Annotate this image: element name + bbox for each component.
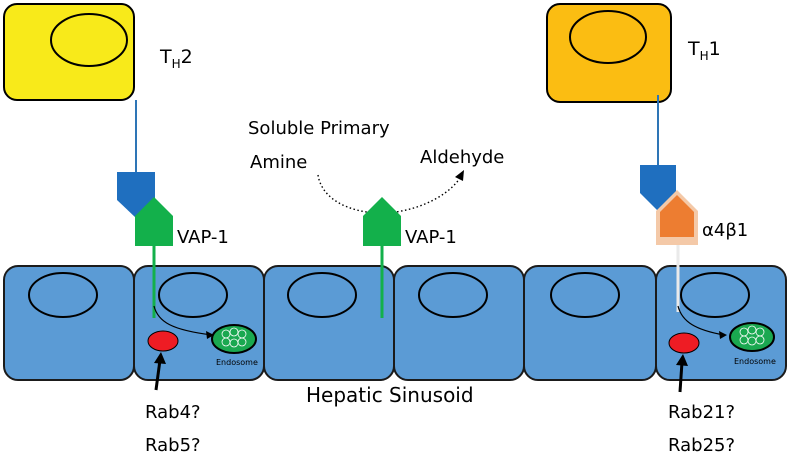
th1-receptor bbox=[640, 165, 676, 211]
th1-label-num: 1 bbox=[709, 38, 721, 60]
rab-right bbox=[668, 332, 700, 354]
th2-cell-body bbox=[3, 3, 135, 101]
rab-right-arrowhead bbox=[676, 354, 688, 366]
endosome-left bbox=[211, 324, 257, 354]
vesicle bbox=[229, 327, 239, 337]
nucleus-4 bbox=[418, 272, 488, 318]
rab-left-arrow bbox=[154, 359, 162, 391]
vesicle bbox=[237, 337, 247, 347]
vap1-center-label: VAP-1 bbox=[405, 227, 457, 248]
nucleus-2 bbox=[158, 272, 228, 318]
rab4-label: Rab4? bbox=[145, 402, 201, 423]
th1-label: TH1 bbox=[687, 38, 721, 63]
th1-cell bbox=[546, 3, 672, 103]
amine-label: Amine bbox=[250, 152, 307, 173]
nucleus-6 bbox=[680, 272, 750, 318]
soluble-primary-label: Soluble Primary bbox=[248, 118, 390, 139]
th2-label: TH2 bbox=[159, 46, 193, 71]
rab-left-arrowhead bbox=[154, 352, 166, 364]
aldehyde-label: Aldehyde bbox=[420, 147, 504, 168]
endosome-left-label: Endosome bbox=[216, 358, 258, 367]
rab25-label: Rab25? bbox=[668, 435, 735, 456]
endothelial-cell-1 bbox=[3, 265, 135, 381]
vap1-left-receptor bbox=[135, 197, 173, 246]
th1-label-sub: H bbox=[700, 49, 709, 63]
endothelial-layer bbox=[3, 265, 787, 381]
endothelial-cell-5 bbox=[523, 265, 657, 381]
rab-right-arrow bbox=[678, 361, 684, 393]
endosome-right bbox=[729, 322, 775, 352]
right-internalization-arrow bbox=[677, 305, 725, 336]
endothelial-cell-3 bbox=[263, 265, 395, 381]
reaction-arrowhead bbox=[455, 170, 464, 181]
endosome-right-label: Endosome bbox=[734, 357, 776, 366]
vesicle bbox=[747, 325, 757, 335]
integrin-receptor bbox=[660, 195, 694, 237]
endothelial-cell-4 bbox=[393, 265, 525, 381]
nucleus-5 bbox=[550, 272, 620, 318]
th1-label-t: T bbox=[687, 38, 700, 60]
integrin-base bbox=[656, 237, 698, 245]
vesicle bbox=[755, 335, 765, 345]
left-internalization-arrowhead bbox=[206, 331, 214, 339]
th2-label-sub: H bbox=[172, 57, 181, 71]
rab21-label: Rab21? bbox=[668, 402, 735, 423]
nucleus-3 bbox=[287, 272, 357, 318]
endothelial-nuclei bbox=[28, 272, 750, 318]
th2-label-t: T bbox=[159, 46, 172, 68]
integrin-label: α4β1 bbox=[702, 220, 748, 241]
th1-nucleus bbox=[569, 10, 647, 64]
left-internalization-arrow bbox=[153, 305, 213, 336]
nucleus-1 bbox=[28, 272, 98, 318]
th1-cell-body bbox=[546, 3, 672, 103]
th2-nucleus bbox=[50, 13, 128, 67]
right-internalization-arrowhead bbox=[719, 331, 727, 339]
vap1-left-label: VAP-1 bbox=[177, 227, 229, 248]
th2-cell bbox=[3, 3, 135, 101]
rab5-label: Rab5? bbox=[145, 435, 201, 456]
th2-label-num: 2 bbox=[181, 46, 193, 68]
vap1-center-receptor bbox=[363, 197, 401, 246]
hepatic-sinusoid-label: Hepatic Sinusoid bbox=[306, 383, 474, 407]
rab-left bbox=[147, 330, 179, 352]
